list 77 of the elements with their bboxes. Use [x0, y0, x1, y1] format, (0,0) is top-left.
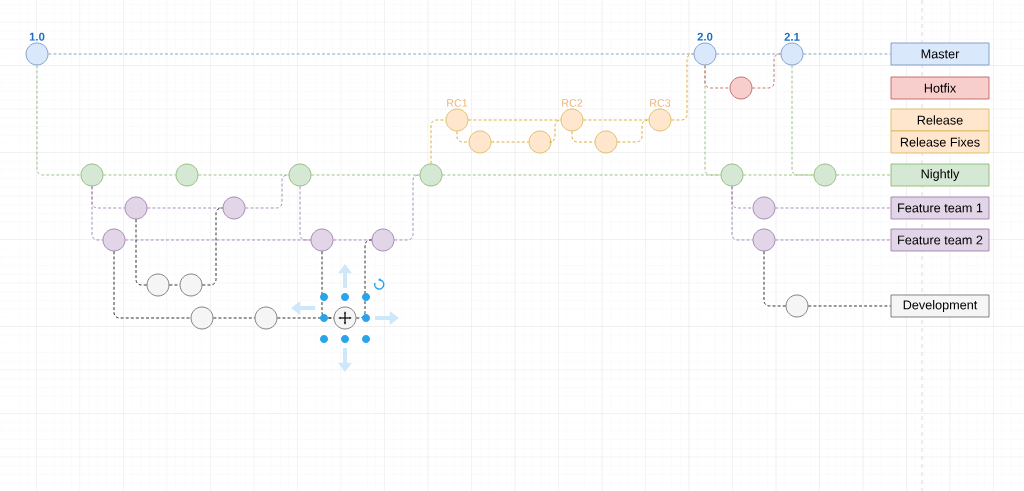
branch-line	[549, 119, 561, 143]
branch-line	[356, 239, 372, 319]
commit-circle	[102, 228, 126, 252]
branch-line	[752, 53, 781, 89]
branch-line	[775, 239, 891, 241]
branch-line	[333, 239, 372, 241]
commit-circle	[175, 163, 199, 187]
branch-line	[808, 305, 891, 307]
branch-line	[456, 131, 469, 143]
commit-circle	[594, 130, 618, 154]
branch-line	[103, 174, 176, 176]
branch-line	[743, 174, 814, 176]
commit-circle	[222, 196, 246, 220]
branch-line	[91, 186, 103, 241]
version-label: 2.1	[784, 32, 800, 41]
branch-label-box: Nightly	[890, 163, 990, 187]
branch-line	[775, 207, 891, 209]
commit-circle	[720, 163, 744, 187]
commit-circle	[528, 130, 552, 154]
commit-circle	[813, 163, 837, 187]
branch-line	[491, 141, 529, 143]
branch-line	[213, 317, 255, 319]
branch-line	[617, 119, 649, 143]
commit-circle	[288, 163, 312, 187]
release-candidate-label: RC3	[650, 99, 671, 107]
commit-circle	[190, 306, 214, 330]
branch-line	[147, 207, 223, 209]
branch-line	[321, 251, 334, 319]
branch-line	[125, 239, 311, 241]
branch-label-box: Release Fixes	[890, 130, 990, 154]
branch-line	[277, 317, 334, 319]
branch-line	[245, 174, 289, 209]
commit-circle	[419, 163, 443, 187]
branch-line	[731, 186, 753, 241]
commit-circle	[310, 228, 334, 252]
branch-line	[836, 174, 891, 176]
branch-line	[299, 186, 311, 241]
release-candidate-label: RC2	[562, 99, 583, 107]
branch-line	[571, 131, 595, 143]
branch-line	[671, 53, 694, 121]
commit-circle	[371, 228, 395, 252]
commit-circle	[468, 130, 492, 154]
branch-line	[716, 53, 781, 55]
commit-circle	[785, 294, 809, 318]
branch-line	[135, 219, 147, 286]
branch-line	[583, 119, 649, 121]
commit-circle	[80, 163, 104, 187]
branch-label-box: Master	[890, 42, 990, 66]
branch-line	[394, 174, 420, 241]
branch-line	[430, 119, 446, 164]
branch-line	[468, 119, 561, 121]
branch-line	[36, 65, 81, 176]
branch-line	[791, 65, 814, 176]
commit-circle	[124, 196, 148, 220]
commit-circle	[752, 228, 776, 252]
branch-line	[48, 53, 694, 55]
branch-line	[198, 174, 289, 176]
commit-circle	[254, 306, 278, 330]
branch-line	[704, 65, 730, 89]
branch-line	[169, 284, 180, 286]
branch-label-box: Development	[890, 294, 990, 318]
commit-circle	[729, 76, 753, 100]
commit-circle	[179, 273, 203, 297]
branch-label-box: Hotfix	[890, 76, 990, 100]
branch-line	[202, 207, 223, 286]
branch-line	[803, 53, 891, 55]
branch-label-box: Release	[890, 108, 990, 132]
commit-circle	[752, 196, 776, 220]
release-candidate-label: RC1	[447, 99, 468, 107]
version-label: 1.0	[29, 32, 45, 41]
branch-line	[763, 251, 786, 307]
version-label: 2.0	[697, 32, 713, 41]
commit-circle	[333, 306, 357, 330]
commit-circle	[146, 273, 170, 297]
branch-label-box: Feature team 1	[890, 196, 990, 220]
branch-label-box: Feature team 2	[890, 228, 990, 252]
branch-line	[113, 251, 191, 319]
